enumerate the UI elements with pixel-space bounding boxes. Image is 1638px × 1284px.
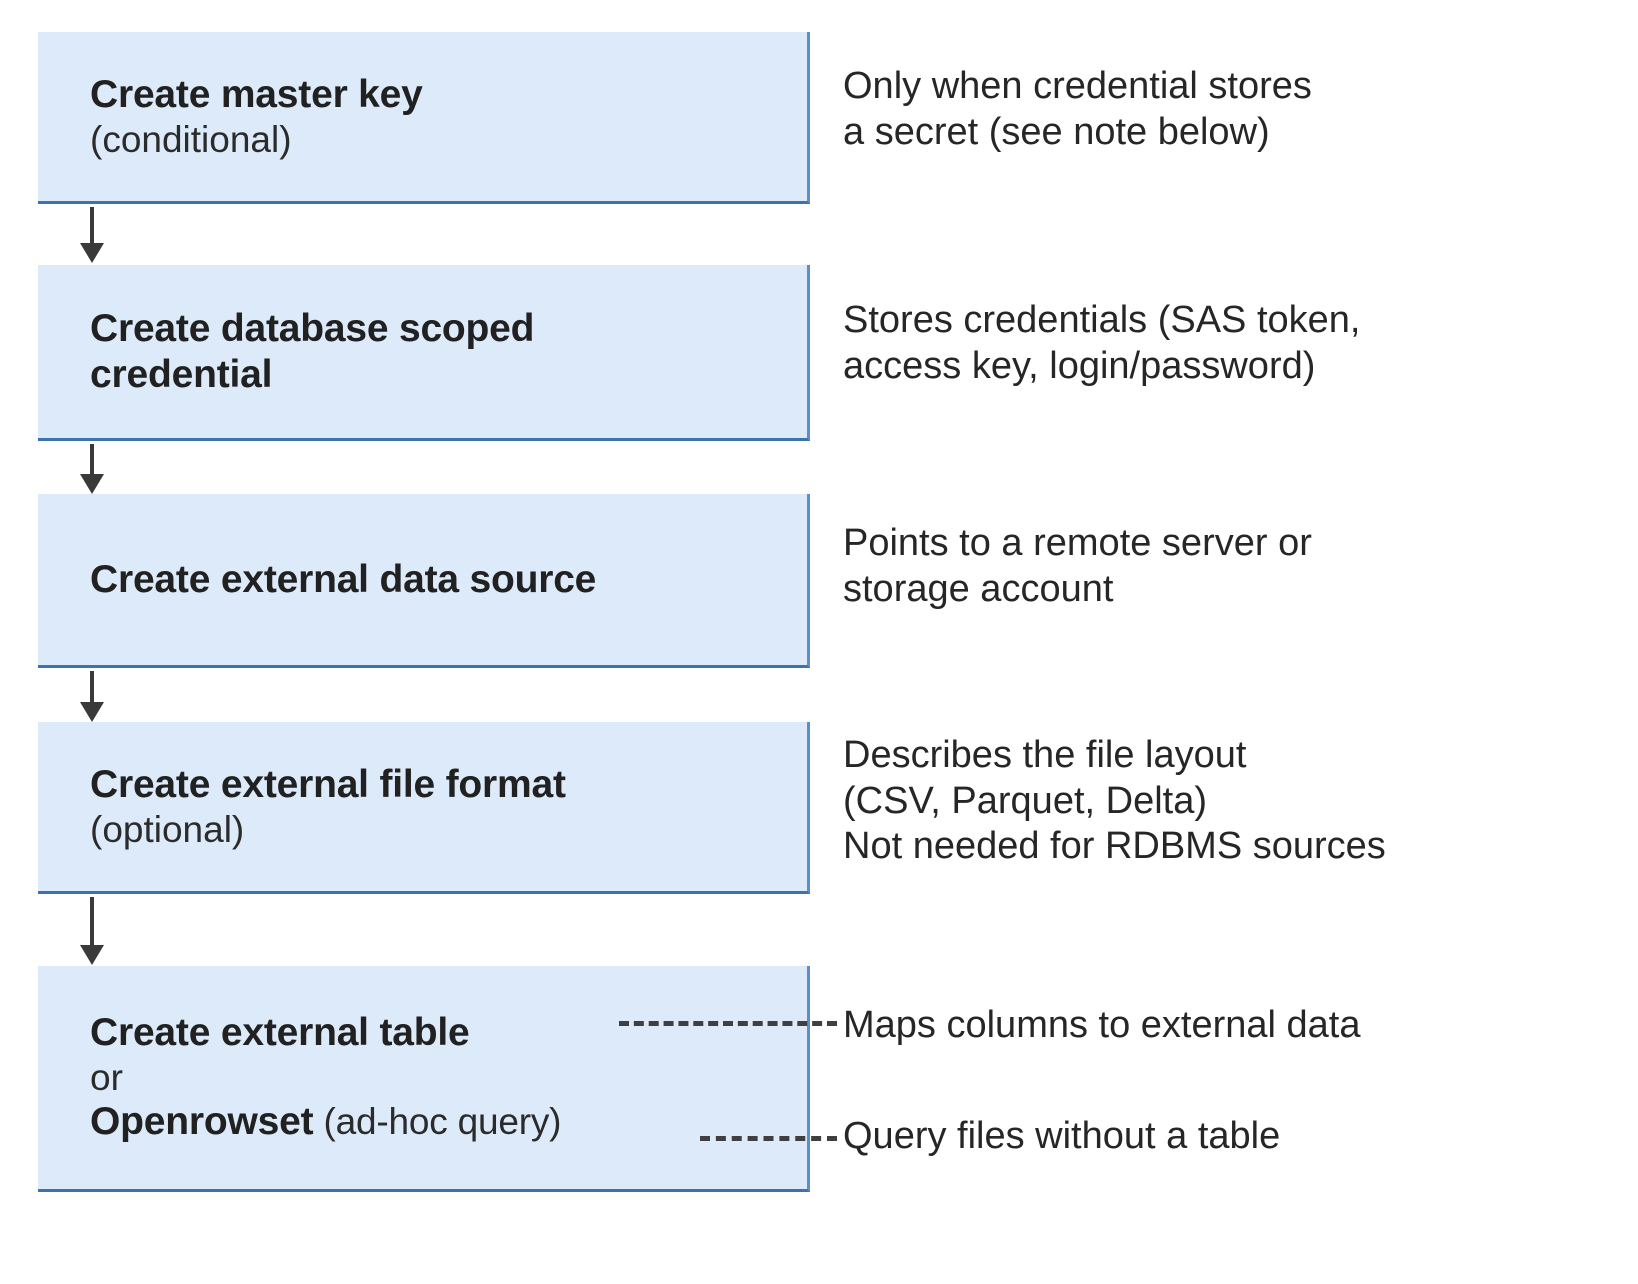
step-note-create-master-key: Only when credential stores a secret (se…	[843, 65, 1312, 153]
arrow-shaft	[90, 671, 94, 704]
arrow-head	[80, 945, 104, 965]
flow-step-subtitle: (conditional)	[90, 118, 292, 160]
arrow-shaft	[90, 444, 94, 476]
flow-step-box-create-database-scoped-credential[interactable]: Create database scoped credential	[38, 265, 810, 441]
dashed-connector-openrowset	[700, 1136, 837, 1141]
arrow-shaft	[90, 897, 94, 947]
flow-step-title: Create database scoped credential	[90, 306, 535, 396]
arrow-down-icon-3	[80, 671, 104, 722]
arrow-down-icon-1	[80, 207, 104, 265]
flow-step-title: Create master key	[90, 73, 423, 117]
arrow-down-icon-2	[80, 444, 104, 494]
flow-step-title-primary: Create external table	[90, 1011, 470, 1055]
flow-step-title-secondary: Openrowset (ad-hoc query)	[90, 1099, 807, 1145]
step-note-create-external-table: Maps columns to external data	[843, 1004, 1361, 1046]
flow-step-title: Create external file format	[90, 763, 566, 807]
arrow-head	[80, 702, 104, 722]
flow-step-box-create-master-key[interactable]: Create master key (conditional)	[38, 32, 810, 204]
openrowset-suffix: (ad-hoc query)	[313, 1101, 562, 1143]
step-note-create-external-file-format: Describes the file layout (CSV, Parquet,…	[843, 734, 1386, 868]
flow-step-connector-word: or	[90, 1056, 123, 1098]
step-note-create-database-scoped-credential: Stores credentials (SAS token, access ke…	[843, 299, 1361, 387]
flow-step-box-create-external-file-format[interactable]: Create external file format (optional)	[38, 722, 810, 894]
dashed-connector-external-table	[619, 1021, 837, 1026]
step-note-create-external-data-source: Points to a remote server or storage acc…	[843, 522, 1312, 610]
flow-step-box-create-external-table-or-openrowset[interactable]: Create external table or Openrowset (ad-…	[38, 966, 810, 1192]
step-note-openrowset: Query files without a table	[843, 1115, 1281, 1157]
arrow-head	[80, 243, 104, 263]
arrow-down-icon-4	[80, 897, 104, 966]
flow-step-box-create-external-data-source[interactable]: Create external data source	[38, 494, 810, 668]
flow-step-title: Create external data source	[90, 557, 597, 601]
arrow-shaft	[90, 207, 94, 245]
arrow-head	[80, 474, 104, 494]
openrowset-label: Openrowset	[90, 1100, 314, 1144]
flow-step-subtitle: (optional)	[90, 808, 245, 850]
